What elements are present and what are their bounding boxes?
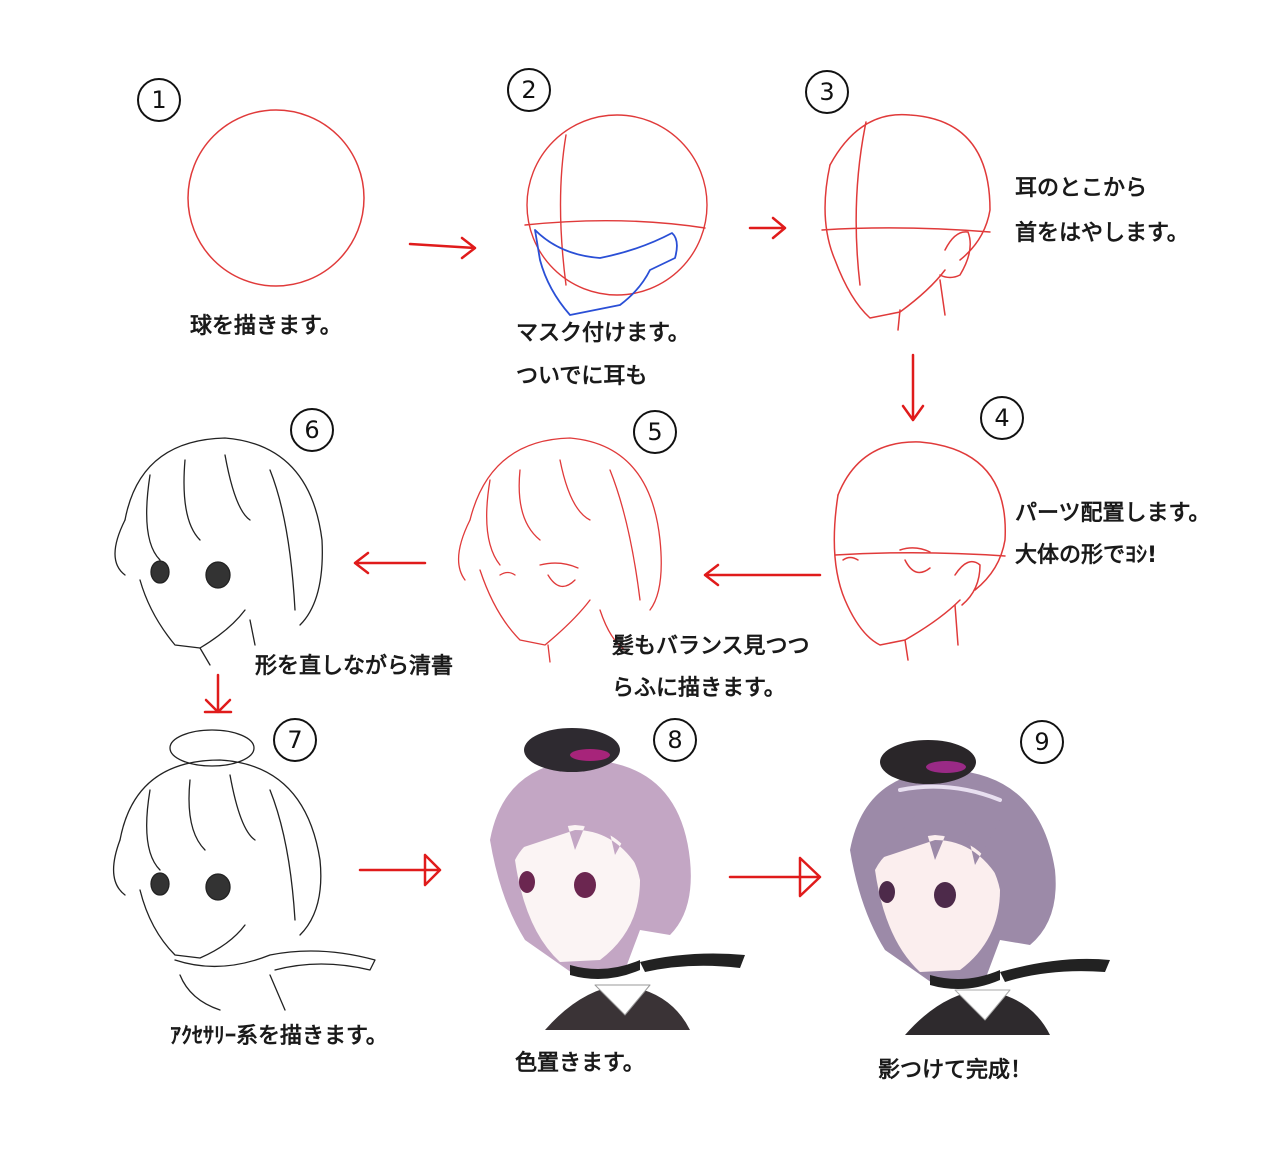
step7-lineart [113, 729, 376, 1011]
arrow-7-to-8 [358, 853, 442, 887]
step5-caption-line2: らふに描きます。 [612, 676, 786, 701]
step-number-5: 5 [633, 410, 677, 454]
arrow-6-to-7 [203, 673, 233, 714]
step-number-9: 9 [1020, 720, 1064, 764]
step2-caption-line1: マスク付けます。 [516, 321, 690, 346]
step3-caption-line1: 耳のとこから [1015, 176, 1148, 201]
arrow-2-to-3 [748, 216, 787, 240]
step8-flat-color [490, 728, 745, 1030]
step-number-6: 6 [290, 408, 334, 452]
step4-caption-line1: パーツ配置します。 [1015, 501, 1211, 526]
step5-hair-sketch [457, 437, 662, 663]
step2-head-sketch [524, 114, 708, 296]
step-number-3: 3 [805, 70, 849, 114]
arrow-4-to-5 [703, 563, 822, 587]
arrow-1-to-2 [408, 236, 477, 260]
step-number-4: 4 [980, 396, 1024, 440]
arrow-8-to-9 [728, 856, 822, 898]
step1-sphere [187, 109, 365, 287]
step5-caption-line1: 髪もバランス見つつ [612, 634, 810, 659]
step-number-8: 8 [653, 718, 697, 762]
step6-caption: 形を直しながら清書 [255, 654, 454, 679]
step1-caption: 球を描きます。 [190, 314, 342, 339]
step4-head-sketch [833, 441, 1006, 661]
step2-caption-line2: ついでに耳も [516, 364, 648, 389]
step-number-1: 1 [137, 78, 181, 122]
step9-caption: 影つけて完成！ [878, 1058, 1033, 1083]
step-number-7: 7 [273, 718, 317, 762]
step6-lineart [114, 437, 323, 666]
step-number-2: 2 [507, 68, 551, 112]
arrow-5-to-6 [353, 551, 427, 575]
step3-caption-line2: 首をはやします。 [1015, 221, 1189, 246]
step2-mask [534, 229, 678, 316]
step4-caption-line2: 大体の形でﾖｼ! [1015, 543, 1158, 568]
step3-head-sketch [821, 113, 991, 331]
flow-arrows [203, 216, 925, 898]
step8-caption: 色置きます。 [515, 1051, 645, 1076]
step7-caption: ｱｸｾｻﾘｰ系を描きます。 [170, 1024, 388, 1049]
arrow-3-to-4 [901, 353, 925, 422]
step9-finished [850, 740, 1110, 1035]
